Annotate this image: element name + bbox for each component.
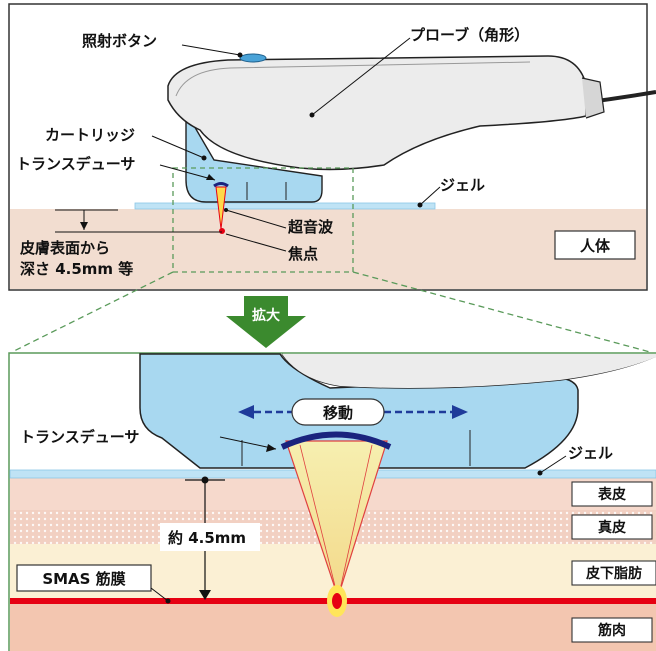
label-transducer-bottom: トランスデューサ <box>20 428 139 446</box>
top-ultrasound-beam <box>215 186 227 230</box>
label-cartridge: カートリッジ <box>45 126 135 144</box>
svg-text:筋肉: 筋肉 <box>598 622 626 639</box>
label-focal-point: 焦点 <box>287 245 318 263</box>
svg-text:真皮: 真皮 <box>598 519 626 536</box>
top-cartridge <box>185 109 323 203</box>
label-depth-line1: 皮膚表面から <box>20 239 110 257</box>
label-smas: SMAS 筋膜 <box>42 570 125 588</box>
label-depth-line2: 深さ 4.5mm 等 <box>20 260 133 278</box>
label-irradiation-button: 照射ボタン <box>82 32 157 50</box>
bottom-ultrasound-beam <box>285 440 388 599</box>
layer-tag-subcutaneous-fat: 皮下脂肪 <box>571 560 656 586</box>
top-focal-point <box>219 228 225 234</box>
depth-label-bg <box>160 523 260 551</box>
layer-tag-muscle: 筋肉 <box>571 617 653 643</box>
label-magnify: 拡大 <box>252 307 280 324</box>
bottom-transducer <box>280 431 392 450</box>
layer-tag-dermis: 真皮 <box>571 514 653 540</box>
move-pill <box>291 398 385 426</box>
label-transducer-top: トランスデューサ <box>16 155 135 173</box>
layer-tag-epidermis: 表皮 <box>571 481 653 507</box>
label-gel-top: ジェル <box>440 176 485 194</box>
label-probe: プローブ（角形） <box>410 26 529 44</box>
label-gel-bottom: ジェル <box>568 444 613 462</box>
top-gel-strip <box>134 202 436 210</box>
smas-box <box>16 564 152 592</box>
top-transducer <box>213 182 229 188</box>
label-human-body: 人体 <box>580 237 611 255</box>
label-ultrasound: 超音波 <box>287 218 334 236</box>
label-move: 移動 <box>323 404 353 422</box>
bottom-focal-point <box>332 593 342 609</box>
magnify-box <box>172 167 354 273</box>
svg-text:皮下脂肪: 皮下脂肪 <box>585 565 642 582</box>
top-skin-band <box>10 209 646 289</box>
probe-body <box>167 55 587 171</box>
magnify-arrow <box>226 296 306 348</box>
human-body-box <box>554 230 636 260</box>
irradiation-button <box>239 53 267 63</box>
svg-text:表皮: 表皮 <box>597 486 626 503</box>
label-depth: 約 4.5mm <box>168 529 246 547</box>
